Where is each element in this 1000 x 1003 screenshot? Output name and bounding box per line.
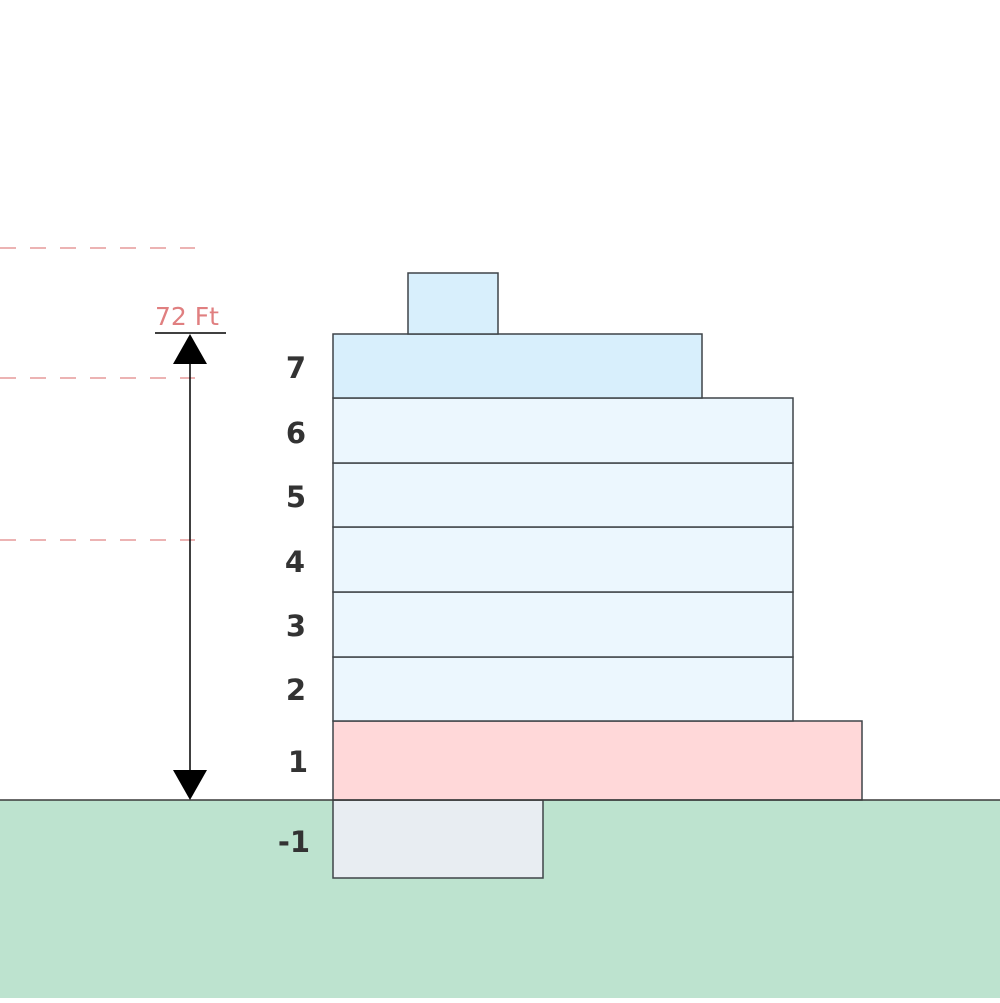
floor-label-3: 3 [286,609,306,643]
floor-1 [332,720,863,801]
floor-3 [332,591,794,658]
floor-label-2: 2 [286,673,306,707]
height-label: 72 Ft [155,302,219,331]
floor-label-1: 1 [288,745,308,779]
floor-label-7: 7 [286,351,306,385]
floor-7 [332,333,703,399]
dimension-arrow-down-icon [173,770,207,800]
floor-4 [332,526,794,593]
rooftop-penthouse [407,272,499,335]
floor-2 [332,656,794,722]
floor-label-4: 4 [285,545,305,579]
floor-label-basement: -1 [278,825,310,859]
floor-label-6: 6 [286,416,306,450]
floor-basement [332,799,544,879]
dimension-arrow-up-icon [173,334,207,364]
floor-6 [332,397,794,464]
floor-5 [332,462,794,528]
floor-label-5: 5 [286,480,306,514]
